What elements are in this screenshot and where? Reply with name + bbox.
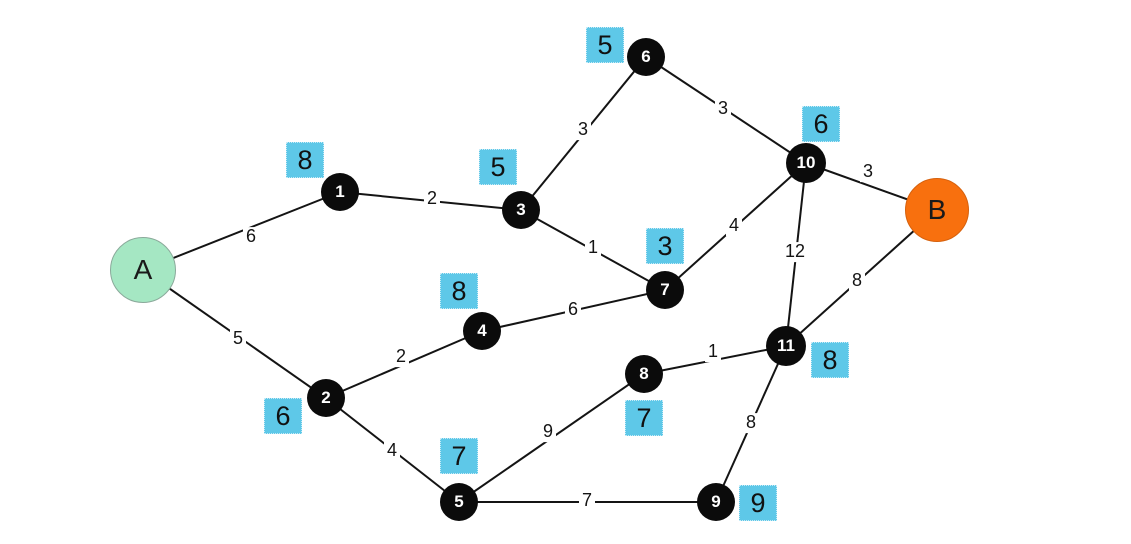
node-A: A bbox=[110, 237, 176, 303]
edge-weight-5-9: 7 bbox=[578, 490, 596, 511]
edge-weight-8-11: 1 bbox=[704, 341, 722, 362]
node-1: 1 bbox=[321, 173, 359, 211]
heuristic-box-node-11: 8 bbox=[811, 342, 849, 378]
heuristic-box-node-5: 7 bbox=[440, 438, 478, 474]
heuristic-box-node-3: 5 bbox=[479, 149, 517, 185]
node-B: B bbox=[905, 178, 969, 242]
node-2: 2 bbox=[307, 379, 345, 417]
edge-weight-2-5: 4 bbox=[383, 440, 401, 461]
heuristic-box-node-6: 5 bbox=[586, 27, 624, 63]
node-10: 10 bbox=[786, 143, 826, 183]
edge-weight-2-4: 2 bbox=[392, 346, 410, 367]
edge-weight-A-2: 5 bbox=[229, 328, 247, 349]
edge-weight-10-11: 12 bbox=[781, 241, 809, 262]
edge-weight-3-7: 1 bbox=[584, 237, 602, 258]
heuristic-box-node-1: 8 bbox=[286, 142, 324, 178]
node-4: 4 bbox=[463, 312, 501, 350]
node-7: 7 bbox=[646, 271, 684, 309]
heuristic-box-node-7: 3 bbox=[646, 228, 684, 264]
edge-weight-11-B: 8 bbox=[848, 270, 866, 291]
edge-A-1 bbox=[142, 191, 341, 271]
edge-weight-10-B: 3 bbox=[859, 161, 877, 182]
node-11: 11 bbox=[766, 326, 806, 366]
edge-weight-7-10: 4 bbox=[725, 215, 743, 236]
heuristic-box-node-10: 6 bbox=[802, 106, 840, 142]
edge-weight-9-11: 8 bbox=[742, 412, 760, 433]
node-6: 6 bbox=[627, 38, 665, 76]
node-8: 8 bbox=[625, 355, 663, 393]
edge-weight-1-3: 2 bbox=[423, 188, 441, 209]
node-9: 9 bbox=[697, 483, 735, 521]
heuristic-box-node-9: 9 bbox=[739, 485, 777, 521]
heuristic-box-node-2: 6 bbox=[264, 398, 302, 434]
edge-weight-5-8: 9 bbox=[539, 421, 557, 442]
node-5: 5 bbox=[440, 483, 478, 521]
edge-weight-3-6: 3 bbox=[574, 119, 592, 140]
node-3: 3 bbox=[502, 191, 540, 229]
edge-weight-4-7: 6 bbox=[564, 299, 582, 320]
edge-weight-6-10: 3 bbox=[714, 98, 732, 119]
edge-weight-A-1: 6 bbox=[242, 226, 260, 247]
heuristic-box-node-8: 7 bbox=[625, 400, 663, 436]
heuristic-box-node-4: 8 bbox=[440, 273, 478, 309]
